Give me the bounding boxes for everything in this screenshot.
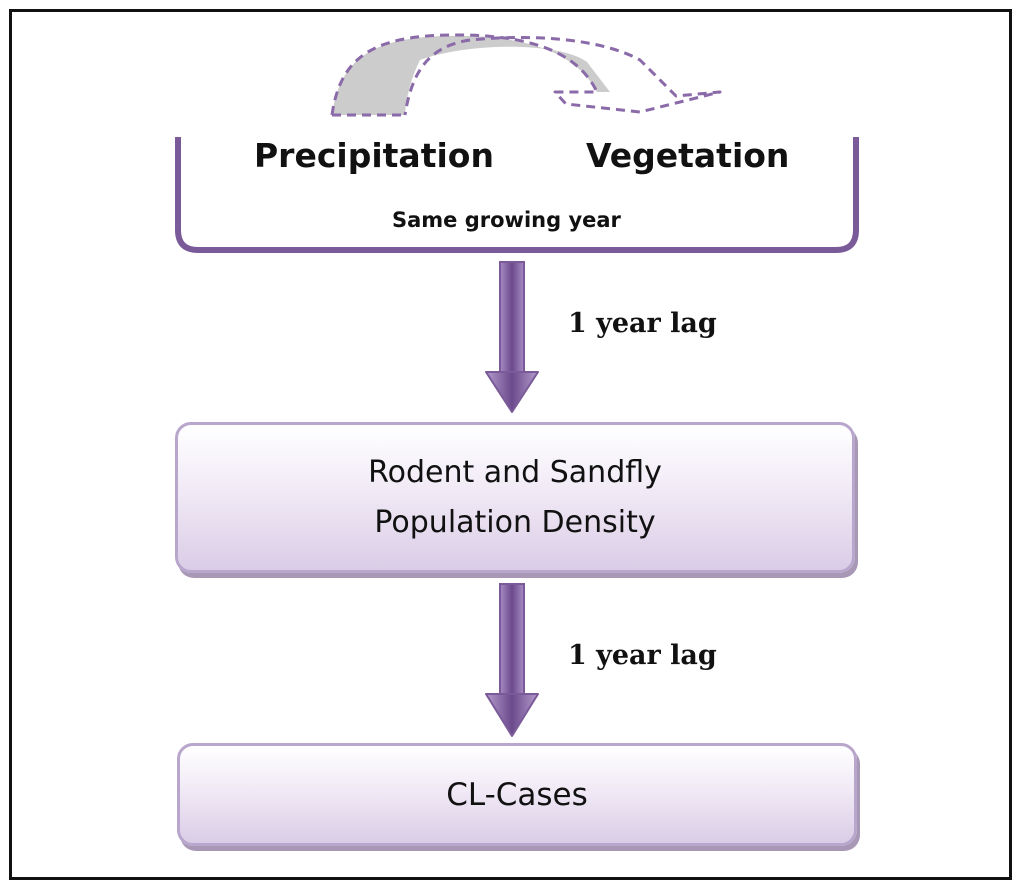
cl-cases-label: CL-Cases <box>446 776 588 813</box>
figure-frame <box>9 9 1012 880</box>
rodent-sandfly-box: Rodent and Sandfly Population Density <box>175 422 855 573</box>
same-growing-year-caption: Same growing year <box>392 208 621 232</box>
vegetation-label: Vegetation <box>586 136 790 175</box>
down-arrow-icon <box>485 261 539 413</box>
curved-dashed-arrow-icon <box>330 33 722 117</box>
rodent-sandfly-line1: Rodent and Sandfly <box>368 454 662 490</box>
rodent-sandfly-line2: Population Density <box>374 504 656 540</box>
precipitation-label: Precipitation <box>254 136 494 175</box>
cl-cases-box: CL-Cases <box>177 743 857 846</box>
lag-label-1: 1 year lag <box>568 308 717 339</box>
down-arrow-icon <box>485 583 539 737</box>
top-bracket <box>175 137 859 253</box>
lag-label-2: 1 year lag <box>568 640 717 671</box>
